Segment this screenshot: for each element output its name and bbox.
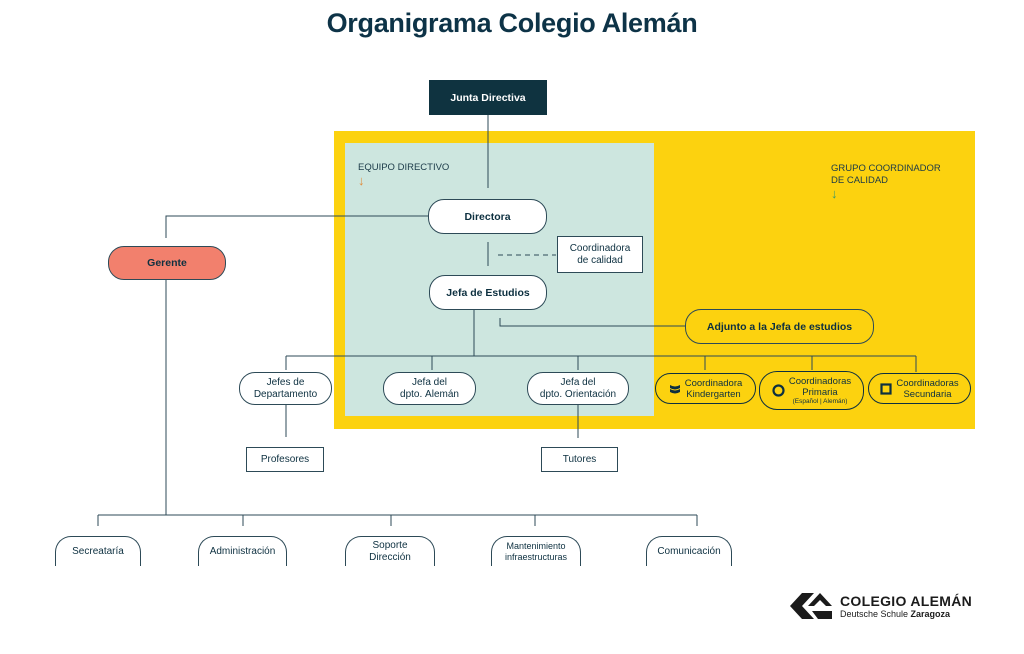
- kinder-line-2: Kindergarten: [686, 388, 741, 400]
- comunicacion-box: Comunicación: [646, 536, 732, 566]
- colegio-aleman-logo: COLEGIO ALEMÁN Deutsche Schule Zaragoza: [788, 588, 978, 624]
- coordinadora-kindergarten-box: Coordinadora Kindergarten: [655, 373, 756, 404]
- tutores-box: Tutores: [541, 447, 618, 472]
- jefa-aleman-line-1: Jefa del: [411, 376, 448, 388]
- profesores-box: Profesores: [246, 447, 324, 472]
- gerente-box: Gerente: [108, 246, 226, 280]
- mantenimiento-box: Mantenimiento infraestructuras: [491, 536, 581, 566]
- kindergarten-icon: [669, 384, 680, 393]
- logo-subtitle: Deutsche Schule Zaragoza: [840, 609, 972, 619]
- grupo-coordinador-text-1: GRUPO COORDINADOR: [831, 163, 941, 174]
- coordinadoras-primaria-box: Coordinadoras Primaria (Español | Alemán…: [759, 371, 864, 410]
- directora-box: Directora: [428, 199, 547, 234]
- soporte-line-1: Soporte: [372, 539, 408, 551]
- grupo-coordinador-text-2: DE CALIDAD: [831, 175, 889, 186]
- secretaria-box: Secreataría: [55, 536, 141, 566]
- jefes-departamento-box: Jefes de Departamento: [239, 372, 332, 405]
- square-icon: [880, 382, 892, 395]
- coordinadora-calidad-box: Coordinadora de calidad: [557, 236, 643, 273]
- administracion-box: Administración: [198, 536, 287, 566]
- logo-sub-bold: Zaragoza: [910, 609, 951, 619]
- circle-icon: [772, 384, 785, 397]
- jefa-dpto-orientacion-box: Jefa del dpto. Orientación: [527, 372, 629, 405]
- colegio-aleman-logo-icon: [790, 593, 832, 619]
- coordinadora-calidad-line-2: de calidad: [577, 254, 623, 266]
- connector-directora-gerente: [165, 215, 428, 238]
- jefes-departamento-line-2: Departamento: [253, 388, 318, 400]
- adjunto-jefa-box: Adjunto a la Jefa de estudios: [685, 309, 874, 344]
- arrow-down-icon: ↓: [831, 186, 838, 201]
- secundaria-line-2: Secundaria: [903, 388, 952, 400]
- coordinadoras-secundaria-box: Coordinadoras Secundaria: [868, 373, 971, 404]
- equipo-directivo-text: EQUIPO DIRECTIVO: [358, 162, 450, 173]
- mantenimiento-line-2: infraestructuras: [504, 551, 568, 562]
- jefa-estudios-box: Jefa de Estudios: [429, 275, 547, 310]
- grupo-coordinador-label: GRUPO COORDINADOR DE CALIDAD ↓: [831, 163, 941, 200]
- page-title: Organigrama Colegio Alemán: [326, 8, 698, 38]
- primaria-line-3: (Español | Alemán): [792, 397, 848, 405]
- jefa-dpto-aleman-box: Jefa del dptο. Alemán: [383, 372, 476, 405]
- kinder-line-1: Coordinadora: [684, 377, 743, 389]
- secundaria-line-1: Coordinadoras: [896, 377, 959, 389]
- primaria-line-1: Coordinadoras: [788, 375, 852, 387]
- soporte-direccion-box: Soporte Dirección: [345, 536, 435, 566]
- equipo-directivo-label: EQUIPO DIRECTIVO ↓: [358, 162, 449, 187]
- jefa-aleman-line-2: dptο. Alemán: [400, 388, 459, 400]
- primaria-line-2: Primaria: [802, 386, 838, 398]
- connector-adjunto: [499, 318, 685, 327]
- arrow-down-icon: ↓: [358, 173, 365, 188]
- junta-directiva-box: Junta Directiva: [429, 80, 547, 115]
- coordinadora-calidad-line-1: Coordinadora: [569, 242, 631, 254]
- jefa-orientacion-line-1: Jefa del: [560, 376, 596, 388]
- logo-sub-regular: Deutsche Schule: [840, 609, 911, 619]
- jefes-departamento-line-1: Jefes de: [266, 376, 305, 388]
- jefa-orientacion-line-2: dpto. Orientación: [539, 388, 617, 400]
- mantenimiento-line-1: Mantenimiento: [506, 540, 566, 551]
- soporte-line-2: Dirección: [369, 551, 411, 563]
- logo-name: COLEGIO ALEMÁN: [840, 593, 973, 609]
